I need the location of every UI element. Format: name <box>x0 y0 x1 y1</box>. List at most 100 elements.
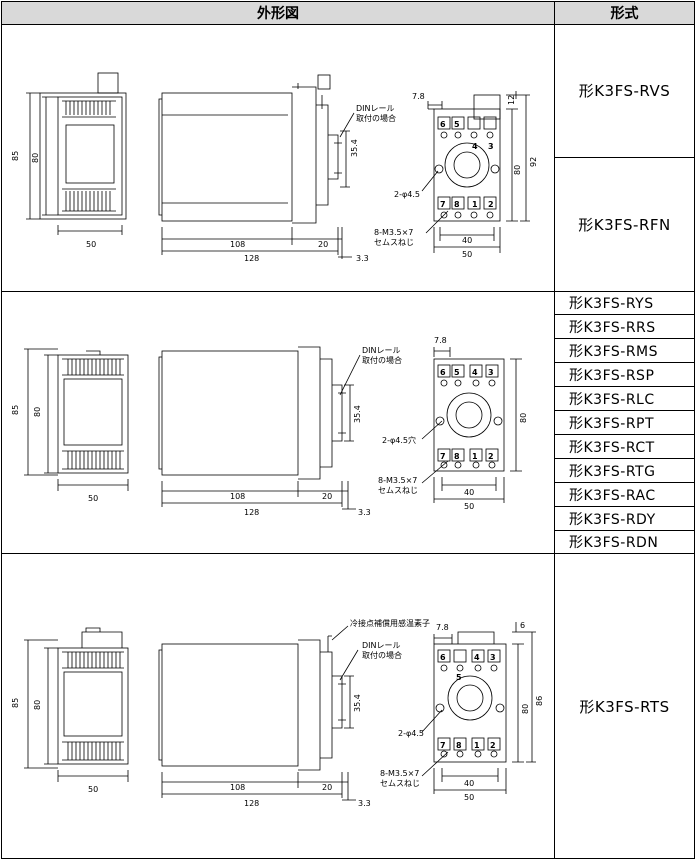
dim-socket-height: 80 <box>521 704 530 714</box>
terminal-1: 1 <box>474 741 480 750</box>
dim-height-inner: 80 <box>33 406 42 416</box>
terminal-7: 7 <box>440 741 446 750</box>
row-rts: 85 80 50 108 20 128 3.3 35.4 冷接点補償用感温素子 … <box>1 553 695 859</box>
dim-rvs-total: 92 <box>529 157 538 167</box>
terminal-6: 6 <box>440 120 446 129</box>
terminal-8: 8 <box>454 200 460 209</box>
header-row: 外形図 形式 <box>1 1 695 25</box>
dim-height-inner: 80 <box>31 153 40 163</box>
terminal-3: 3 <box>488 142 494 151</box>
row-rys: 85 80 50 108 20 128 3.3 35.4 DINレール 取付の場… <box>1 291 695 554</box>
dim-width-front: 50 <box>86 240 96 249</box>
dim-depth-body: 108 <box>230 492 245 501</box>
dim-height-outer: 85 <box>11 698 20 708</box>
terminal-2: 2 <box>488 452 494 461</box>
screw-note-2: セムスねじ <box>378 486 418 495</box>
outline-drawing-3: 85 80 50 108 20 128 3.3 35.4 冷接点補償用感温素子 … <box>11 618 544 808</box>
terminal-8: 8 <box>454 452 460 461</box>
dim-height-outer: 85 <box>11 151 20 161</box>
row-rpt: 形K3FS-RPT <box>2 410 695 435</box>
terminal-6: 6 <box>440 368 446 377</box>
dim-socket-width-outer: 50 <box>462 250 472 259</box>
dim-depth-socket: 20 <box>322 492 332 501</box>
model-cell: 形K3FS-RFN <box>554 156 695 293</box>
dim-depth-body: 108 <box>230 783 245 792</box>
dim-depth-total: 128 <box>244 254 259 263</box>
row-rlc: 形K3FS-RLC <box>2 386 695 411</box>
din-note-1: DINレール <box>356 104 395 113</box>
terminal-5: 5 <box>454 120 460 129</box>
dim-height-inner: 80 <box>33 700 42 710</box>
dim-socket-width-inner: 40 <box>462 236 472 245</box>
dim-depth-offset: 3.3 <box>358 799 371 808</box>
dim-depth-body: 108 <box>230 240 245 249</box>
dim-depth-total: 128 <box>244 508 259 517</box>
model-cell: 形K3FS-RSP <box>554 362 695 387</box>
terminal-5: 5 <box>456 673 462 682</box>
din-note-2: 取付の場合 <box>362 355 402 365</box>
screw-note-1: 8-M3.5×7 <box>380 769 419 778</box>
terminal-3: 3 <box>490 653 496 662</box>
model-cell: 形K3FS-RTS <box>554 553 695 859</box>
dim-rts-top: 6 <box>520 621 525 630</box>
din-note-2: 取付の場合 <box>362 650 402 660</box>
terminal-4: 4 <box>474 653 480 662</box>
model-cell: 形K3FS-RDY <box>554 506 695 531</box>
model-cell: 形K3FS-RMS <box>554 338 695 363</box>
terminal-4: 4 <box>472 368 478 377</box>
hole-note: 2-φ4.5 <box>394 190 420 199</box>
terminal-4: 4 <box>472 142 478 151</box>
model-header: 形式 <box>554 1 695 25</box>
dim-socket-width-outer: 50 <box>464 502 474 511</box>
terminal-3: 3 <box>488 368 494 377</box>
outline-drawing-2: 85 80 50 108 20 128 3.3 35.4 DINレール 取付の場… <box>11 336 528 517</box>
hole-note: 2-φ4.5 <box>398 729 424 738</box>
model-cell: 形K3FS-RVS <box>554 24 695 158</box>
model-cell: 形K3FS-RPT <box>554 410 695 435</box>
model-cell: 形K3FS-RRS <box>554 314 695 339</box>
dim-din-pitch: 35.4 <box>353 405 362 423</box>
dim-din-pitch: 35.4 <box>350 139 359 157</box>
hole-note-alt: 2-φ4.5穴 <box>382 435 416 445</box>
terminal-7: 7 <box>440 200 446 209</box>
dim-socket-width-inner: 40 <box>464 779 474 788</box>
din-note-1: DINレール <box>362 641 401 650</box>
dim-socket-width-outer: 50 <box>464 793 474 802</box>
dim-depth-offset: 3.3 <box>358 508 371 517</box>
terminal-1: 1 <box>472 200 478 209</box>
model-cell: 形K3FS-RCT <box>554 434 695 459</box>
dim-socket-width-inner: 40 <box>464 488 474 497</box>
dim-depth-socket: 20 <box>322 783 332 792</box>
model-cell: 形K3FS-RAC <box>554 482 695 507</box>
model-cell: 形K3FS-RLC <box>554 386 695 411</box>
dim-pitch-top: 7.8 <box>412 92 425 101</box>
screw-note-2: セムスねじ <box>374 238 414 247</box>
dim-depth-total: 128 <box>244 799 259 808</box>
terminal-2: 2 <box>490 741 496 750</box>
model-cell: 形K3FS-RDN <box>554 530 695 554</box>
row-rfn: 形K3FS-RFN <box>2 156 695 293</box>
din-note-2: 取付の場合 <box>356 113 396 123</box>
row-rrs: 形K3FS-RRS <box>2 314 695 339</box>
row-rtg: 形K3FS-RTG <box>2 458 695 483</box>
dim-depth-offset: 3.3 <box>356 254 369 263</box>
dim-depth-socket: 20 <box>318 240 328 249</box>
dim-width-front: 50 <box>88 494 98 503</box>
drawing-cell-3: 85 80 50 108 20 128 3.3 35.4 冷接点補償用感温素子 … <box>1 553 555 859</box>
dim-height-outer: 85 <box>11 404 20 414</box>
terminal-7: 7 <box>440 452 446 461</box>
dim-width-front: 50 <box>88 785 98 794</box>
model-cell: 形K3FS-RTG <box>554 458 695 483</box>
screw-note-1: 8-M3.5×7 <box>374 228 413 237</box>
dim-rvs-top: 12 <box>507 95 516 105</box>
terminal-6: 6 <box>440 653 446 662</box>
outline-drawing-1: 85 80 50 108 20 128 3.3 35.4 DINレール 取付の場… <box>11 72 538 263</box>
screw-note-1: 8-M3.5×7 <box>378 476 417 485</box>
dim-socket-height: 80 <box>519 412 528 422</box>
drawing-cell-2: 85 80 50 108 20 128 3.3 35.4 DINレール 取付の場… <box>1 291 555 554</box>
terminal-2: 2 <box>488 200 494 209</box>
dim-pitch-top: 7.8 <box>434 336 447 345</box>
dim-socket-height: 80 <box>513 165 522 175</box>
